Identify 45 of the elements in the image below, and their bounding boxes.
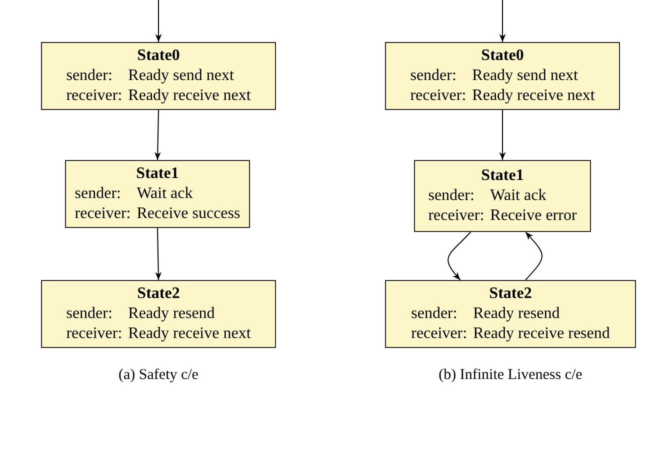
state-description: Wait ack (490, 186, 548, 206)
role-label: receiver: (428, 206, 484, 226)
state-description: Ready send next (472, 66, 579, 86)
state-box (41, 280, 276, 348)
state-title: State2 (489, 284, 532, 304)
subfigure-caption: (a) Safety c/e (118, 366, 198, 385)
arrow (525, 232, 543, 280)
role-label: receiver: (410, 86, 466, 106)
role-label: receiver: (66, 324, 122, 344)
subfigure-caption: (b) Infinite Liveness c/e (438, 366, 582, 385)
role-label: sender: (410, 66, 458, 86)
role-label: sender: (74, 184, 122, 204)
role-label: sender: (428, 186, 476, 206)
role-label: sender: (411, 304, 458, 324)
state-description: Ready send next (128, 66, 235, 86)
state-description: Ready receive resend (473, 324, 610, 344)
role-label: receiver: (411, 324, 468, 344)
state-description: Ready receive next (472, 86, 595, 106)
state-box (385, 280, 636, 348)
state-box (41, 42, 276, 110)
state-description: Ready receive next (128, 86, 251, 106)
state-title: State1 (481, 166, 524, 186)
arrow (154, 110, 161, 160)
state-title: State0 (481, 46, 524, 66)
role-label: receiver: (66, 86, 122, 106)
state-description: Wait ack (136, 184, 194, 204)
state-title: State2 (137, 284, 180, 304)
state-title: State1 (136, 164, 179, 184)
state-box (65, 160, 250, 228)
role-label: sender: (66, 66, 114, 86)
arrow (499, 110, 506, 160)
state-description: Receive error (490, 206, 577, 226)
role-label: sender: (66, 304, 114, 324)
state-description: Receive success (136, 204, 240, 224)
arrow (448, 232, 472, 280)
arrow (499, 0, 506, 42)
state-box (414, 160, 591, 232)
state-title: State0 (137, 46, 180, 66)
state-box (385, 42, 620, 110)
state-description: Ready receive next (128, 324, 251, 344)
role-label: receiver: (74, 204, 131, 224)
state-description: Ready resend (128, 304, 216, 324)
arrow (155, 228, 162, 280)
state-description: Ready resend (473, 304, 561, 324)
arrow (155, 0, 162, 42)
